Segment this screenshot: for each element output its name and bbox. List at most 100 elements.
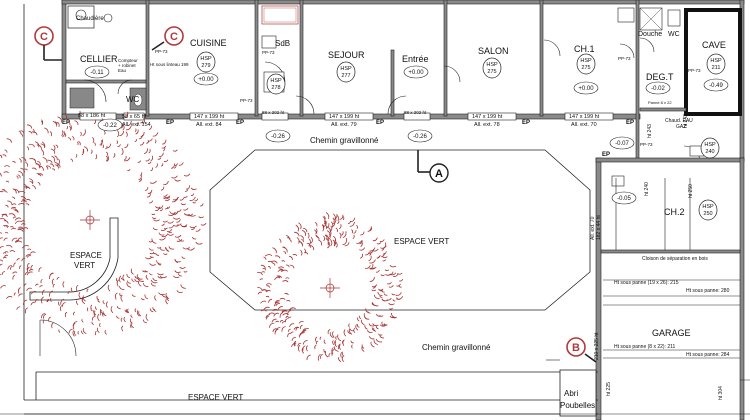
leaf-stroke xyxy=(122,124,125,131)
leaf-stroke xyxy=(332,331,335,338)
leaf-stroke xyxy=(8,213,16,217)
leaf-stroke xyxy=(25,203,30,206)
leaf-stroke xyxy=(1,189,6,191)
hsp-ch2: HSP 250 xyxy=(698,199,718,221)
leaf-stroke xyxy=(331,349,335,356)
leaf-stroke xyxy=(289,307,294,312)
leaf-stroke xyxy=(371,302,376,306)
window-dimensions: 88 x 186 ht 58 x 65 ht All. ext. 154 147… xyxy=(78,110,600,128)
room-wc-top: WC xyxy=(668,31,680,38)
leaf-stroke xyxy=(192,201,196,204)
leaf-stroke xyxy=(301,229,307,236)
leaf-stroke xyxy=(174,270,181,273)
ep-2: EP xyxy=(166,120,174,126)
leaf-stroke xyxy=(314,222,318,227)
leaf-stroke xyxy=(159,247,165,251)
dim-w2: 58 x 65 ht xyxy=(122,114,147,120)
leaf-stroke xyxy=(40,143,46,148)
note-ht-4: Ht sous panne: 284 xyxy=(686,352,730,358)
leaf-stroke xyxy=(82,129,86,137)
leaf-stroke xyxy=(10,266,13,270)
leaf-stroke xyxy=(119,286,125,291)
leaf-stroke xyxy=(373,327,377,332)
leaf-stroke xyxy=(147,189,153,194)
leaf-stroke xyxy=(29,181,34,185)
leaf-stroke xyxy=(58,329,61,333)
leaf-stroke xyxy=(296,237,300,244)
leaf-stroke xyxy=(14,188,20,194)
leaf-stroke xyxy=(267,260,273,263)
leaf-stroke xyxy=(2,252,7,254)
leaf-stroke xyxy=(289,323,295,328)
dim-w6b: All. ext. 70 xyxy=(571,122,597,128)
leaf-stroke xyxy=(275,320,279,323)
leaf-stroke xyxy=(357,317,360,322)
room-sdb: SdB xyxy=(275,39,290,48)
leaf-stroke xyxy=(16,306,21,310)
leaf-stroke xyxy=(49,272,54,280)
leaf-stroke xyxy=(31,167,37,171)
leaf-stroke xyxy=(167,221,174,224)
leaf-stroke xyxy=(99,310,103,316)
leaf-stroke xyxy=(271,260,278,264)
room-cellier: CELLIER xyxy=(80,54,118,64)
washer-icon xyxy=(69,87,95,109)
leaf-stroke xyxy=(54,155,58,161)
leaf-stroke xyxy=(9,250,16,253)
leaf-stroke xyxy=(12,188,17,194)
leaf-stroke xyxy=(162,220,168,223)
leaf-stroke xyxy=(174,234,182,238)
leaf-stroke xyxy=(371,327,376,332)
leaf-stroke xyxy=(158,205,164,209)
leaf-stroke xyxy=(81,319,84,323)
leaf-stroke xyxy=(3,171,9,174)
leaf-stroke xyxy=(293,326,300,330)
leaf-stroke xyxy=(294,231,300,237)
leaf-stroke xyxy=(373,294,380,300)
section-marker-a: A xyxy=(417,150,449,183)
svg-text:HSP: HSP xyxy=(702,204,714,210)
leaf-stroke xyxy=(321,224,325,232)
leaf-stroke xyxy=(10,206,17,209)
leaf-stroke xyxy=(48,316,51,322)
leaf-stroke xyxy=(160,228,167,232)
leaf-stroke xyxy=(373,339,379,345)
leaf-stroke xyxy=(158,152,164,158)
leaf-stroke xyxy=(119,292,122,297)
leaf-stroke xyxy=(271,262,276,266)
leaf-stroke xyxy=(361,344,365,349)
leaf-stroke xyxy=(200,222,207,226)
leaf-stroke xyxy=(35,163,41,168)
leaf-stroke xyxy=(42,319,45,324)
leaf-stroke xyxy=(188,214,196,217)
leaf-stroke xyxy=(127,168,131,172)
leaf-stroke xyxy=(65,114,68,120)
leaf-stroke xyxy=(165,292,170,300)
note-compteur-2: + robinet xyxy=(118,63,136,68)
leaf-stroke xyxy=(149,248,154,251)
wc-icon xyxy=(667,9,681,27)
leaf-stroke xyxy=(153,308,157,312)
leaf-stroke xyxy=(67,137,72,141)
svg-text:HSP: HSP xyxy=(580,58,592,64)
leaf-stroke xyxy=(382,256,388,259)
ep-7: EP xyxy=(602,152,610,158)
leaf-stroke xyxy=(116,306,121,310)
leaf-stroke xyxy=(306,345,308,352)
dim-w4b: All. ext. 79 xyxy=(331,122,357,128)
leaf-stroke xyxy=(277,306,283,312)
leaf-stroke xyxy=(359,253,363,259)
leaf-stroke xyxy=(391,293,396,296)
leaf-stroke xyxy=(347,220,351,225)
note-ht225: ht 225 xyxy=(606,382,612,396)
leaf-stroke xyxy=(268,265,271,269)
leaf-stroke xyxy=(28,143,35,148)
leaf-stroke xyxy=(72,135,75,141)
leaf-stroke xyxy=(35,283,39,286)
leaf-stroke xyxy=(99,322,101,328)
leaf-stroke xyxy=(104,329,107,335)
leaf-stroke xyxy=(135,129,139,135)
leaf-stroke xyxy=(301,239,304,243)
leaf-stroke xyxy=(110,305,114,314)
leaf-stroke xyxy=(16,258,20,261)
